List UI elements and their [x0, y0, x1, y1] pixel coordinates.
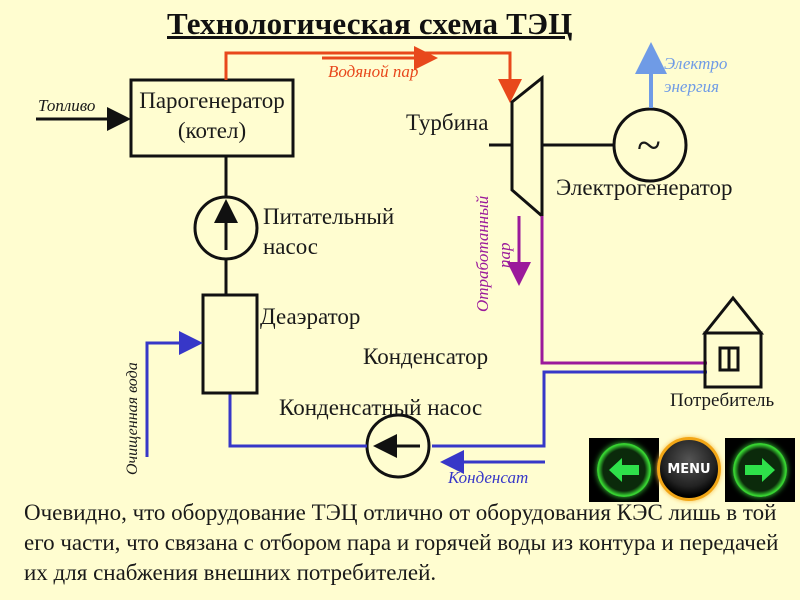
electricity-label: Электро энергия [664, 52, 727, 98]
next-slide-button[interactable] [725, 438, 795, 502]
electricity-label-line1: Электро [664, 54, 728, 73]
generator-symbol: ~ [637, 121, 661, 170]
exhaust-steam-label: Отработанный пар [472, 196, 516, 312]
body-text: Очевидно, что оборудование ТЭЦ отлично о… [24, 500, 779, 585]
turbine-label: Турбина [406, 110, 489, 135]
deaerator-box [201, 293, 259, 395]
steam-generator-box [129, 78, 295, 158]
fuel-label: Топливо [38, 96, 96, 115]
next-ring [733, 443, 787, 497]
arrow-left-icon [609, 458, 639, 482]
steam-generator-label-line2: (котел) [177, 118, 247, 143]
condenser-label: Конденсатор [363, 344, 489, 369]
feed-pump-label-line1: Питательный [263, 204, 395, 229]
prev-slide-button[interactable] [589, 438, 659, 502]
generator-circle [612, 107, 688, 183]
feed-pump-label: Питательный насос [263, 202, 394, 262]
turbine-shape [510, 74, 544, 220]
page-title: Технологическая схема ТЭЦ [167, 6, 573, 41]
steam-generator-label: Парогенератор (котел) [131, 86, 293, 146]
purified-water-label: Очищенная вода [124, 362, 141, 475]
condensate-label: Конденсат [448, 468, 529, 487]
generator-label: Электрогенератор [556, 175, 733, 200]
consumer-label: Потребитель [670, 390, 775, 411]
condensate-pump-label: Конденсатный насос [279, 395, 483, 420]
condensate-line [228, 393, 367, 448]
return-water-line [432, 370, 707, 448]
menu-button[interactable]: MENU [657, 437, 721, 501]
prev-ring [597, 443, 651, 497]
consumer-house-icon [701, 295, 765, 389]
electricity-label-line2: энергия [664, 77, 720, 96]
deaerator-label: Деаэратор [260, 304, 361, 329]
feed-pump-label-line2: насос [263, 234, 319, 259]
exhaust-steam-label-line1: Отработанный [473, 195, 492, 312]
exhaust-steam-label-line2: пар [495, 242, 514, 269]
steam-generator-label-line1: Парогенератор [139, 88, 285, 113]
arrow-right-icon [745, 458, 775, 482]
exhaust-steam-line [540, 216, 707, 365]
steam-label: Водяной пар [328, 62, 419, 81]
steam-line [224, 51, 522, 103]
purified-water-line [145, 331, 203, 457]
